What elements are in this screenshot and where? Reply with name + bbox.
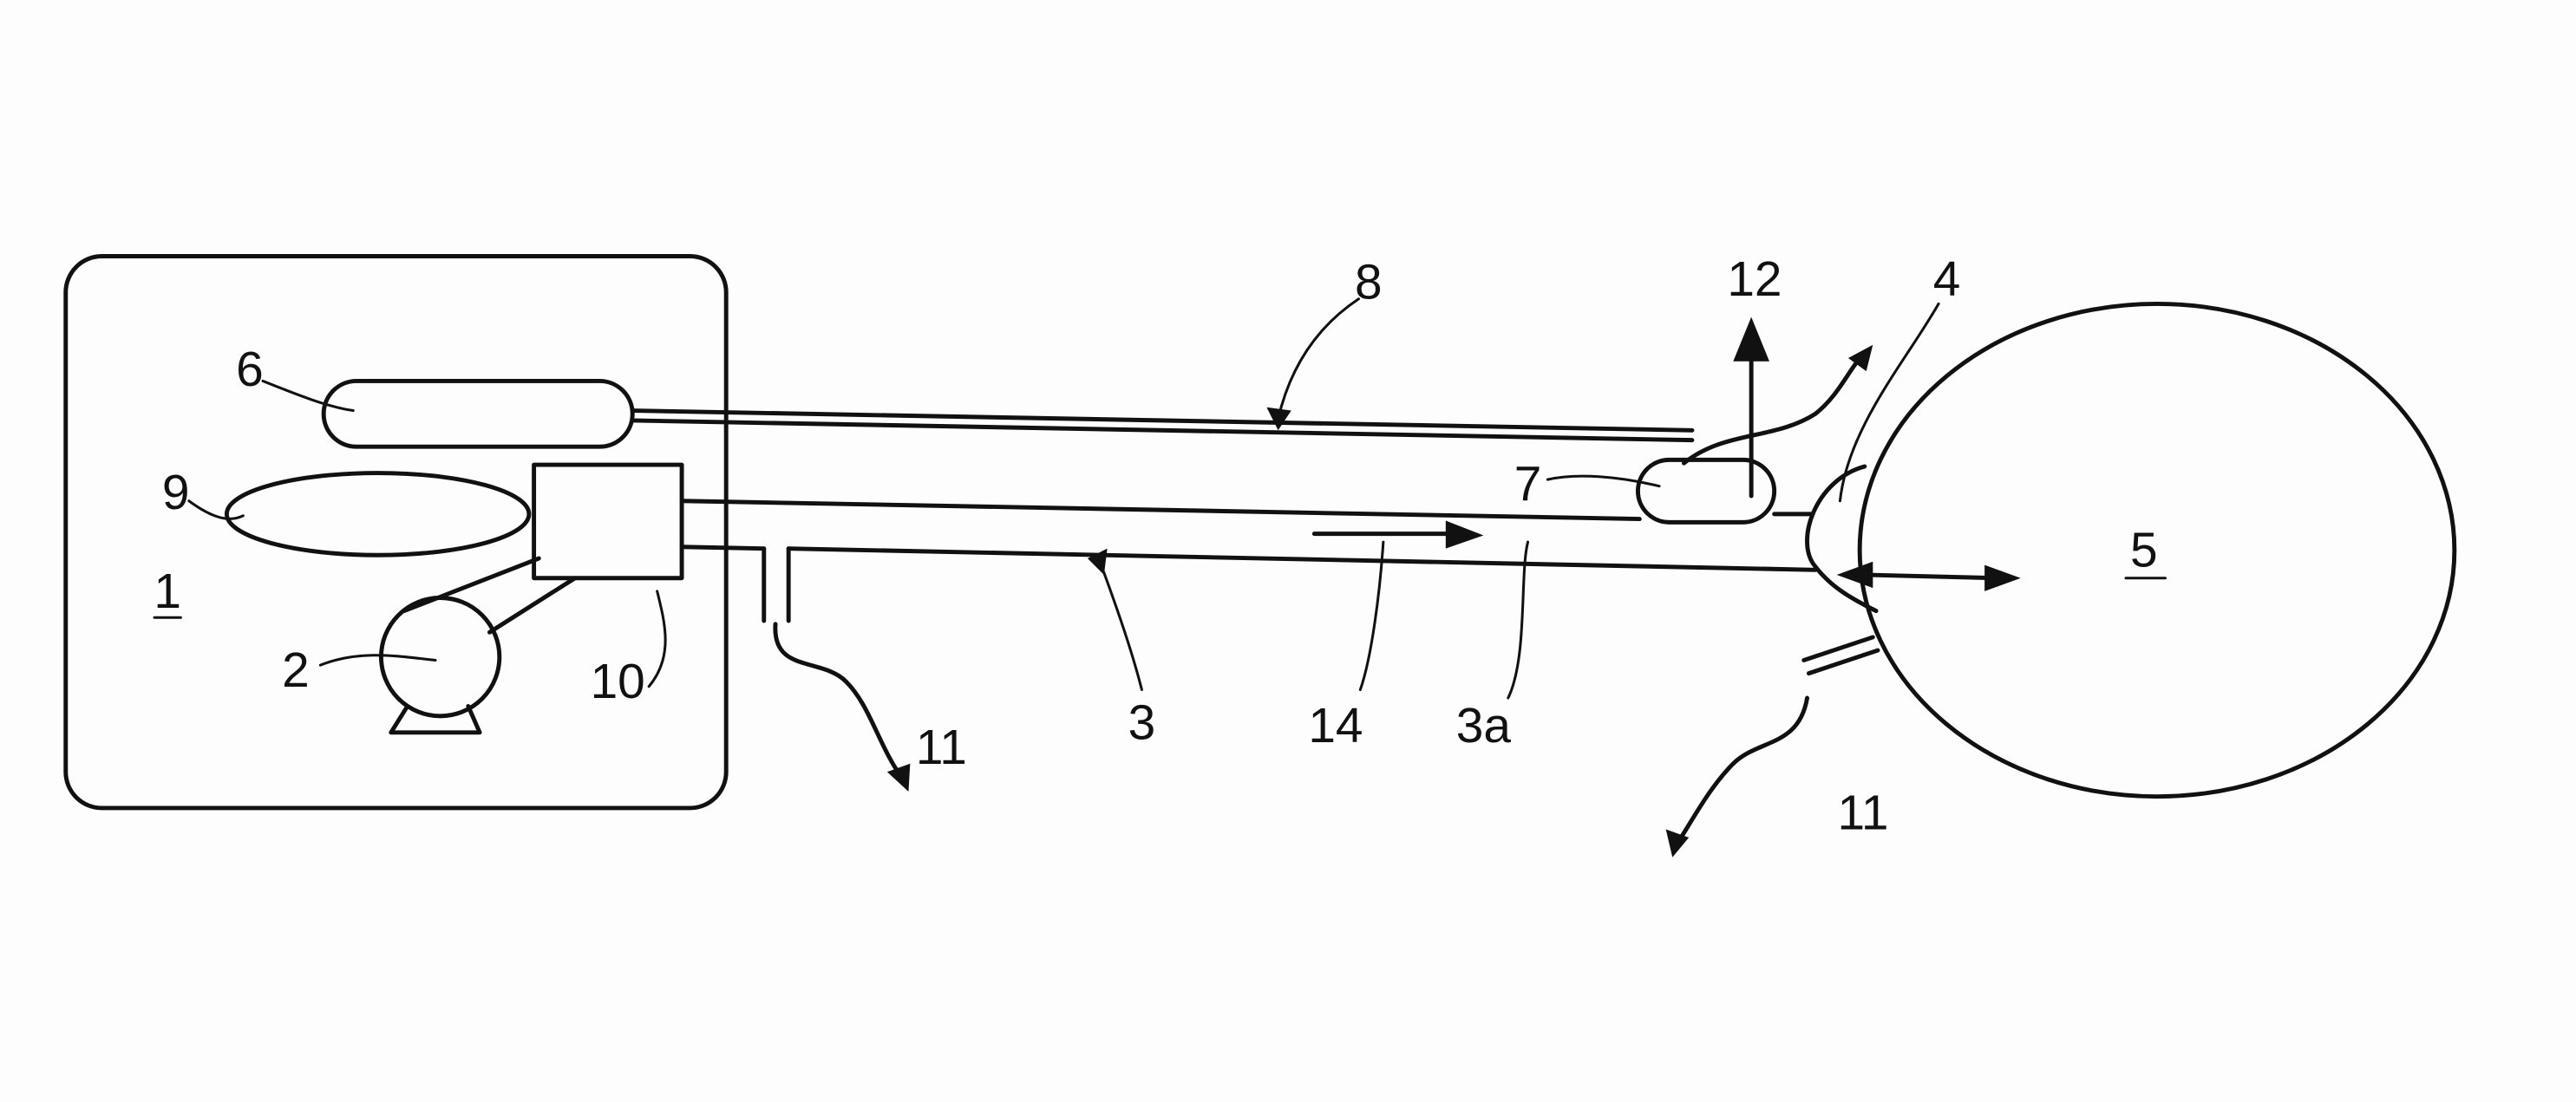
vent-arrowhead <box>1847 344 1873 372</box>
cup <box>1805 464 1879 614</box>
label-pipe-section: 3a <box>1456 699 1512 753</box>
outlet-right-arrowhead <box>1665 829 1690 857</box>
label-outlet-left: 11 <box>916 721 967 775</box>
exhaust-arrowhead <box>1733 316 1769 362</box>
reservoir <box>224 471 532 558</box>
label-pipe: 3 <box>1128 695 1156 750</box>
outlet-left-arrowhead <box>886 763 911 792</box>
tank <box>321 378 635 449</box>
pump-base <box>389 704 482 735</box>
label-valve: 7 <box>1514 458 1542 512</box>
outlet-right-pipe <box>1801 635 1880 676</box>
leader-arrowhead-8 <box>1266 407 1291 431</box>
outlet-branch <box>762 546 791 623</box>
label-controller: 10 <box>591 655 645 709</box>
leader-arrowhead-3 <box>1087 548 1108 575</box>
double-arrowhead-left <box>1836 561 1873 589</box>
double-arrowhead-right <box>1984 564 2021 591</box>
label-reservoir: 9 <box>162 466 190 520</box>
pump-connectors <box>402 556 578 635</box>
valve <box>1635 457 1777 525</box>
label-line: 8 <box>1355 256 1383 310</box>
label-outlet-right: 11 <box>1837 786 1888 841</box>
label-exhaust: 12 <box>1727 252 1782 307</box>
outlet-left-arrow <box>773 622 906 783</box>
label-tank: 6 <box>236 342 264 397</box>
controller-box <box>532 462 684 581</box>
outlet-right-arrow <box>1673 695 1810 848</box>
pipe <box>679 499 1818 572</box>
double-arrow <box>1862 572 1998 581</box>
label-flow: 14 <box>1308 699 1363 753</box>
label-pump: 2 <box>282 643 310 698</box>
label-unit: 1 <box>154 564 181 619</box>
vessel <box>1857 301 2457 799</box>
leader-lines <box>187 297 1940 700</box>
flow-arrowhead <box>1445 520 1484 549</box>
label-vessel: 5 <box>2130 523 2158 577</box>
line-8 <box>630 408 1695 443</box>
vent-curved-arrow <box>1682 350 1867 466</box>
label-cup: 4 <box>1933 252 1961 307</box>
unit-housing <box>63 254 729 811</box>
